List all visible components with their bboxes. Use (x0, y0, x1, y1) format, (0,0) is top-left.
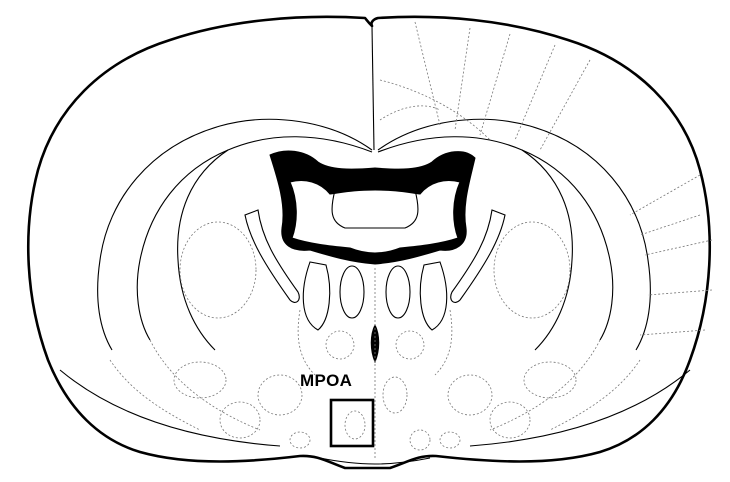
mpoa-region-box (331, 400, 373, 446)
nucleus-right-2 (383, 377, 407, 413)
external-capsule-left (178, 150, 228, 350)
region-boundary-left (150, 340, 260, 430)
nucleus-right-4 (490, 402, 530, 438)
fornix-left (303, 262, 329, 330)
nucleus-right-6 (440, 432, 460, 448)
striatum-right (494, 222, 570, 318)
mpoa-label: MPOA (300, 372, 352, 389)
nucleus-right-7 (410, 430, 430, 450)
nucleus-left-3 (258, 375, 302, 415)
nucleus-left-4 (220, 402, 260, 438)
basal-line-right (470, 370, 690, 446)
nucleus-left-5 (174, 362, 226, 398)
external-capsule-right (522, 150, 572, 350)
midline-fissure (372, 26, 374, 150)
region-boundary-right (490, 340, 600, 430)
fornix-right (420, 262, 446, 330)
nucleus-left-2 (345, 411, 365, 439)
striatum-left (180, 222, 256, 318)
nucleus-left-1 (326, 331, 354, 359)
basal-line-left (60, 370, 280, 446)
fornix-body-left (340, 266, 364, 318)
septum (290, 181, 460, 254)
nucleus-right-3 (448, 375, 492, 415)
fornix-body-right (386, 266, 410, 318)
nucleus-left-6 (290, 432, 310, 448)
nucleus-right-1 (396, 331, 424, 359)
nucleus-right-5 (524, 362, 576, 398)
